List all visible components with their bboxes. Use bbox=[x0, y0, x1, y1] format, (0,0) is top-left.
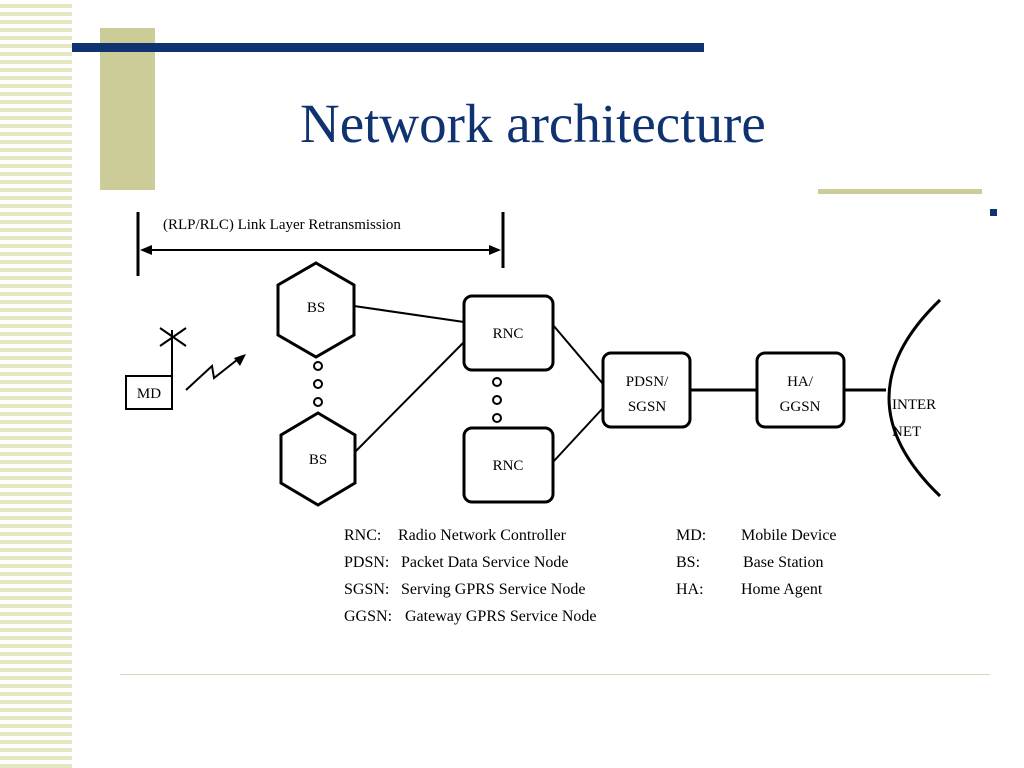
legend-abbr: HA: bbox=[676, 581, 704, 598]
rnc-bottom-node: RNC bbox=[462, 426, 555, 504]
legend-text: Home Agent bbox=[741, 581, 823, 598]
legend: RNC: Radio Network Controller PDSN: Pack… bbox=[344, 527, 837, 625]
bs-top-label: BS bbox=[307, 300, 325, 316]
title-top-rule bbox=[72, 43, 704, 52]
bs-ellipsis bbox=[313, 361, 323, 407]
radio-arrow-icon bbox=[234, 354, 246, 366]
striped-side-bar bbox=[0, 0, 72, 768]
rnc-bottom-label: RNC bbox=[493, 458, 524, 474]
retransmission-label: (RLP/RLC) Link Layer Retransmission bbox=[163, 217, 401, 233]
ha-ggsn-node: HA/ GGSN bbox=[755, 351, 846, 429]
arrow-left-icon bbox=[140, 245, 152, 255]
rnc-top-label: RNC bbox=[493, 326, 524, 342]
legend-abbr: PDSN: bbox=[344, 554, 389, 571]
footer-rule bbox=[120, 674, 990, 675]
legend-text: Base Station bbox=[743, 554, 823, 571]
retransmission-span: (RLP/RLC) Link Layer Retransmission bbox=[136, 212, 505, 276]
legend-abbr: BS: bbox=[676, 554, 700, 571]
antenna-icon bbox=[159, 327, 187, 376]
legend-text: Mobile Device bbox=[741, 527, 837, 544]
slide-title: Network architecture bbox=[300, 93, 766, 154]
bs-bottom-node: BS bbox=[279, 411, 357, 507]
tan-accent-block bbox=[100, 28, 155, 190]
md-label: MD bbox=[137, 386, 161, 402]
ggsn-label: GGSN bbox=[780, 399, 821, 415]
legend-text: Serving GPRS Service Node bbox=[401, 581, 585, 598]
bullet-square-icon bbox=[990, 209, 997, 216]
rnc-ellipsis bbox=[492, 377, 502, 423]
internet-label-line1: INTER bbox=[892, 397, 936, 413]
rnc-top-node: RNC bbox=[462, 294, 555, 372]
arrow-right-icon bbox=[489, 245, 501, 255]
mobile-device-node: MD bbox=[125, 327, 246, 410]
legend-text: Radio Network Controller bbox=[398, 527, 567, 544]
title-right-rule bbox=[818, 189, 982, 194]
legend-text: Packet Data Service Node bbox=[401, 554, 568, 571]
legend-abbr: SGSN: bbox=[344, 581, 389, 598]
legend-text: Gateway GPRS Service Node bbox=[405, 608, 597, 625]
internet-node: INTER NET bbox=[887, 298, 942, 498]
internet-label-line2: NET bbox=[892, 424, 921, 440]
radio-link-icon bbox=[185, 355, 243, 391]
internet-arc-icon bbox=[887, 298, 942, 498]
legend-abbr: GGSN: bbox=[344, 608, 392, 625]
bs-top-node: BS bbox=[276, 261, 356, 359]
links bbox=[353, 305, 886, 463]
ha-label: HA/ bbox=[787, 374, 814, 390]
pdsn-sgsn-node: PDSN/ SGSN bbox=[601, 351, 692, 429]
sgsn-label: SGSN bbox=[628, 399, 667, 415]
bs-bottom-label: BS bbox=[309, 452, 327, 468]
legend-abbr: MD: bbox=[676, 527, 706, 544]
pdsn-label: PDSN/ bbox=[626, 374, 669, 390]
legend-abbr: RNC: bbox=[344, 527, 381, 544]
